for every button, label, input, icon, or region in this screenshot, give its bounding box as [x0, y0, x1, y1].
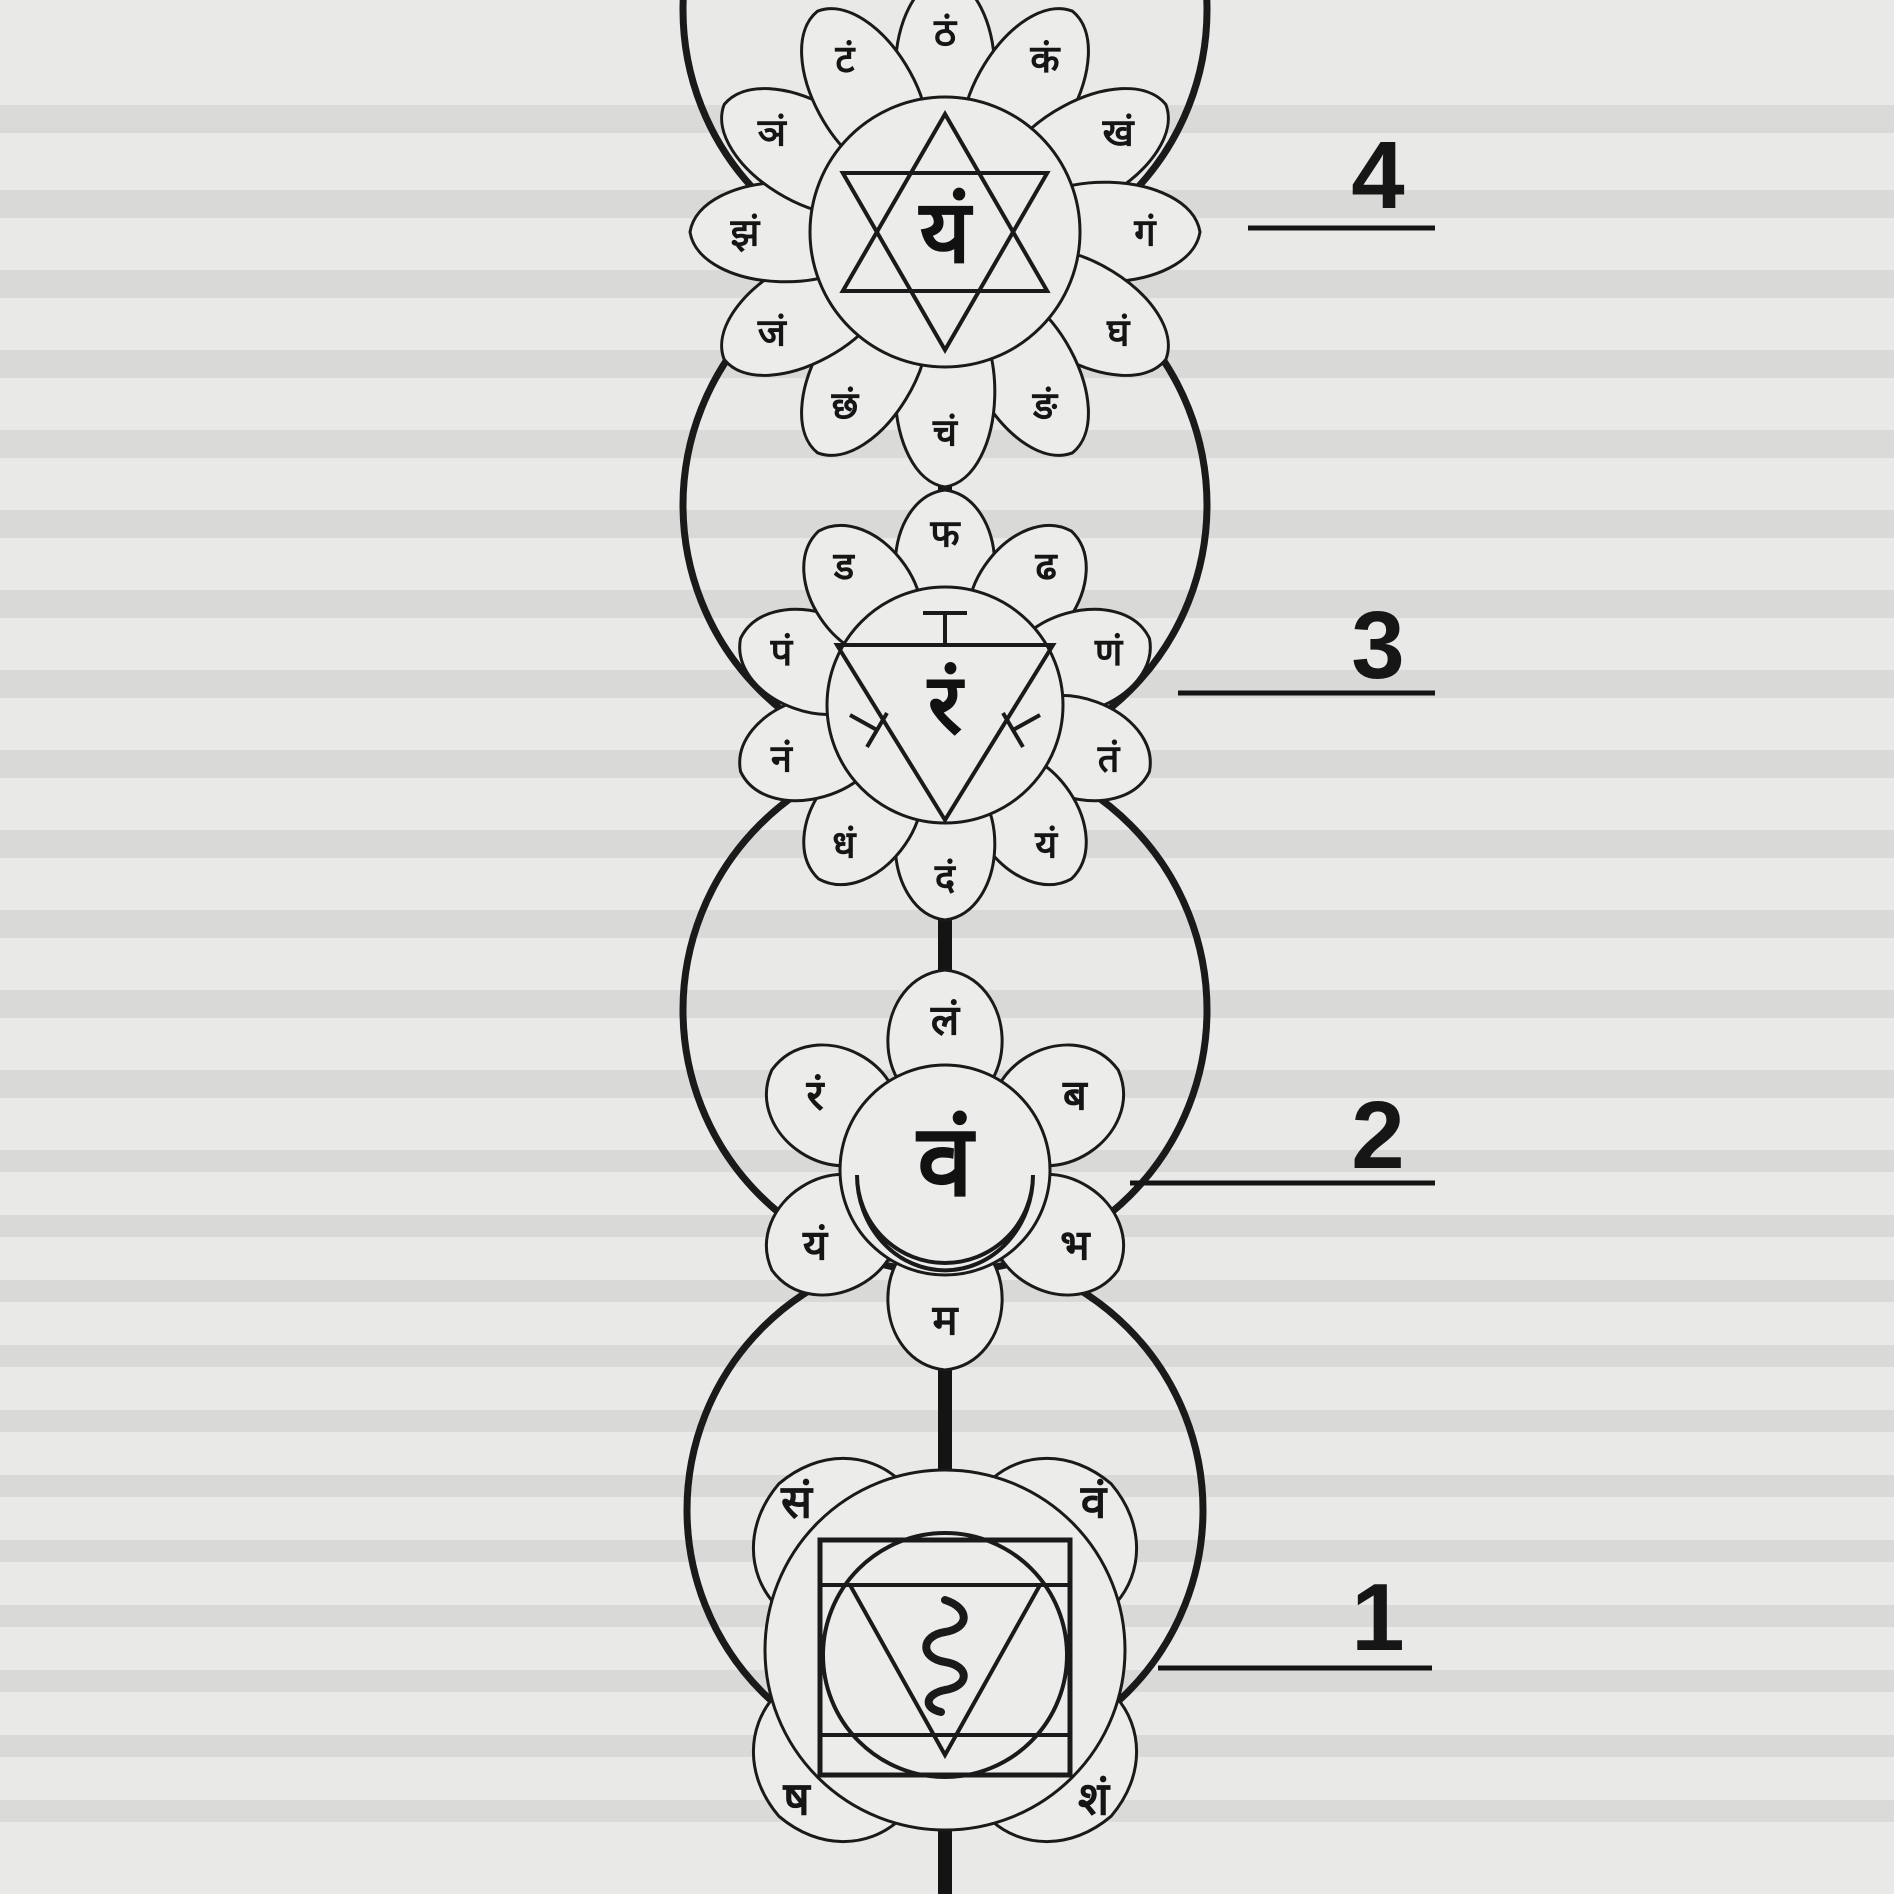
fire-triangle	[833, 643, 1057, 824]
petal-syllable: णं	[1094, 630, 1124, 674]
chakra-disc	[838, 1063, 1052, 1277]
petal-syllable: भ	[1060, 1221, 1091, 1270]
chakra-4: ठं कं खं गं घं ङं चं छं जं झं ञं टं यं	[688, 0, 1202, 489]
chakra-1: वं शं ष सं	[751, 1456, 1139, 1844]
chakra-number-2: 2	[1351, 1082, 1404, 1189]
petal-syllable: ढ	[1034, 544, 1058, 588]
chakra-number-1: 1	[1351, 1564, 1404, 1671]
downward-triangle	[846, 1583, 1044, 1760]
t-mark	[923, 611, 967, 643]
petal-syllable: झं	[730, 210, 761, 254]
hexagram-triangle-down	[839, 171, 1051, 355]
petal-syllable: धं	[832, 822, 857, 866]
coiled-serpent	[922, 1596, 968, 1716]
crescent-moon	[855, 1174, 1035, 1273]
hexagram-triangle-up	[839, 109, 1051, 293]
chakra-3: फ ढ णं तं यं दं धं नं पं ड रं	[738, 488, 1152, 922]
petal-syllable: गं	[1133, 210, 1157, 254]
petal-syllable: ञं	[757, 110, 788, 154]
petal-syllable: ब	[1062, 1071, 1089, 1120]
chakra-disc	[808, 95, 1082, 369]
petal-syllable: दं	[934, 855, 957, 899]
petal-syllable: फ	[929, 511, 961, 555]
petal-syllable: कं	[1029, 37, 1061, 81]
chakra-number-4: 4	[1351, 122, 1404, 229]
petal-syllable: खं	[1102, 110, 1136, 154]
seed-syllable: वं	[915, 1101, 976, 1219]
petal-syllable: यं	[802, 1221, 829, 1270]
petal-syllable: शं	[1078, 1772, 1111, 1826]
inner-circle	[821, 1531, 1069, 1779]
chakra-number-3: 3	[1351, 592, 1404, 699]
petal-syllable: पं	[770, 630, 794, 674]
t-mark	[1001, 711, 1041, 749]
label-lines	[1130, 225, 1435, 1671]
petal-syllable: ठं	[933, 10, 958, 54]
petal-syllable: नं	[770, 736, 794, 780]
t-mark	[849, 711, 889, 749]
seed-syllable: रं	[926, 654, 965, 753]
seed-syllable: यं	[917, 179, 973, 283]
petal-syllable: चं	[932, 410, 959, 454]
petal-syllable: यं	[1034, 822, 1059, 866]
petal-syllable: घं	[1106, 310, 1131, 354]
petal-syllable: रं	[806, 1071, 826, 1120]
petal-syllable: छं	[831, 384, 860, 428]
petal-syllable: म	[931, 1296, 959, 1345]
petal-syllable: ङं	[1032, 384, 1059, 428]
chakra-2: लं ब भ म यं रं वं	[764, 968, 1126, 1372]
petal-syllable: ड	[833, 544, 856, 588]
petal-syllable: ष	[782, 1772, 811, 1826]
petal-syllable: टं	[834, 37, 856, 81]
petal-syllable: जं	[757, 310, 788, 354]
petal-syllable: सं	[780, 1475, 814, 1529]
petal-syllable: लं	[930, 996, 961, 1045]
petal-syllable: वं	[1080, 1475, 1108, 1529]
petal-syllable: तं	[1097, 736, 1121, 780]
